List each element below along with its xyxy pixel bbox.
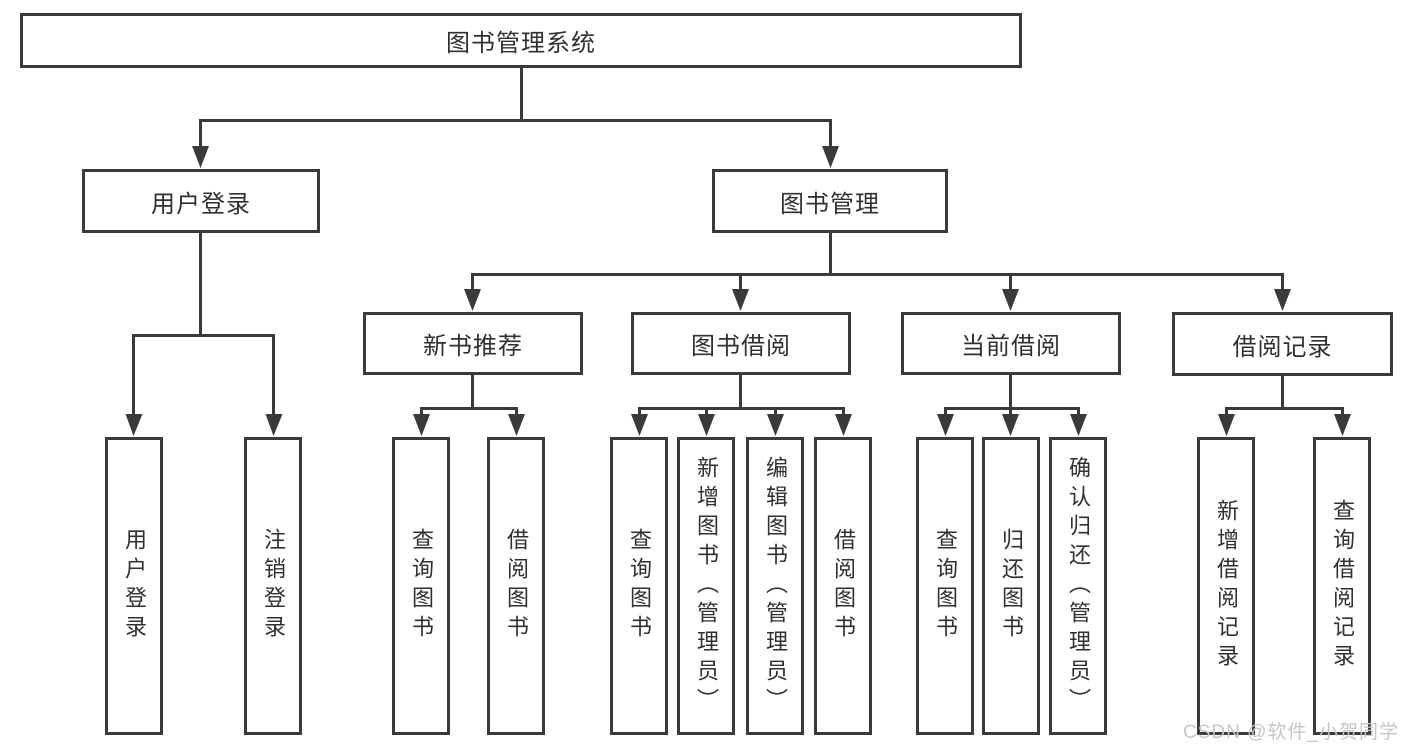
connector-new-book [413, 375, 525, 436]
leaf-logout: 注销登录 [244, 437, 302, 735]
leaf-add-book-admin: 新增图书（管理员） [677, 437, 735, 735]
leaf-return-book: 归还图书 [982, 437, 1040, 735]
connector-root [192, 68, 839, 168]
leaf-borrow-books-recommend: 借阅图书 [487, 437, 545, 735]
node-current-borrow: 当前借阅 [901, 312, 1121, 375]
leaf-edit-book-admin: 编辑图书（管理员） [746, 437, 804, 735]
connector-current-borrow [937, 375, 1087, 436]
leaf-query-borrow-record: 查询借阅记录 [1313, 437, 1371, 735]
node-book-borrow: 图书借阅 [631, 312, 851, 375]
leaf-query-books-borrow: 查询图书 [610, 437, 668, 735]
connector-user-login [125, 233, 283, 436]
connector-borrow-records [1218, 375, 1351, 436]
leaf-query-books-current: 查询图书 [916, 437, 974, 735]
leaf-borrow-books: 借阅图书 [814, 437, 872, 735]
node-user-login: 用户登录 [82, 169, 320, 233]
leaf-add-borrow-record: 新增借阅记录 [1197, 437, 1255, 735]
watermark: CSDN @软件_小贺同学 [1183, 722, 1399, 743]
leaf-confirm-return-admin: 确认归还（管理员） [1049, 437, 1107, 735]
leaf-user-login: 用户登录 [105, 437, 163, 735]
node-borrow-records: 借阅记录 [1172, 312, 1393, 376]
node-root: 图书管理系统 [20, 13, 1022, 68]
leaf-query-books-recommend: 查询图书 [392, 437, 450, 735]
connector-book-mgmt [464, 233, 1291, 311]
node-book-mgmt: 图书管理 [712, 169, 948, 233]
node-new-book-recommend: 新书推荐 [363, 312, 583, 375]
connector-book-borrow [631, 375, 852, 436]
